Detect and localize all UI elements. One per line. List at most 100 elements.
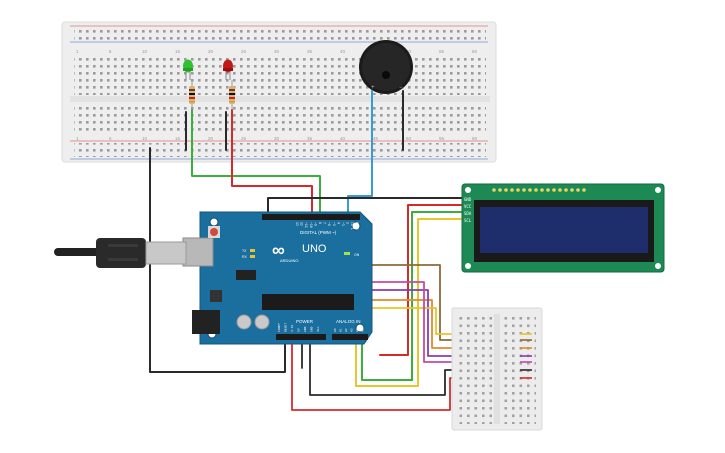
- wire-green-lcd-sda[interactable]: [361, 211, 477, 381]
- digital-pin-label: 7: [323, 222, 327, 224]
- power-pin-label: GND: [310, 326, 314, 332]
- analog-label: ANALOG IN: [336, 319, 361, 324]
- on-label: ON: [354, 253, 360, 257]
- digital-pin-label: 4: [336, 222, 340, 224]
- column-number: 45: [373, 136, 379, 141]
- wire-yellow-lcd-scl[interactable]: [355, 218, 477, 387]
- usb-cable-icon: [54, 238, 187, 268]
- led-icon: [183, 59, 193, 80]
- digital-pin-label: 8: [318, 222, 322, 224]
- power-pin-label: RESET: [284, 323, 288, 332]
- column-number: 25: [241, 49, 247, 54]
- lcd-header-pin: [540, 188, 544, 192]
- column-number: 55: [439, 136, 445, 141]
- analog-pin-label: A3: [350, 328, 354, 332]
- lcd-header-pin: [558, 188, 562, 192]
- lcd-header-pin: [564, 188, 568, 192]
- piezo-buzzer[interactable]: + −: [359, 40, 413, 94]
- lcd-top-pins: [492, 188, 586, 192]
- resistor-2[interactable]: [229, 80, 235, 110]
- lcd-header-pin: [510, 188, 514, 192]
- arduino-logo: ∞: [272, 240, 285, 260]
- column-number: 30: [274, 49, 280, 54]
- wire-green-led[interactable]: [191, 109, 321, 215]
- power-pin-label: 3.3V: [290, 325, 294, 332]
- lcd-header-pin: [570, 188, 574, 192]
- lcd-screen: [480, 207, 648, 253]
- usb-port: [182, 237, 214, 267]
- column-number: 20: [208, 136, 214, 141]
- column-number: 30: [274, 136, 280, 141]
- power-jack: [192, 310, 220, 334]
- brand-label: ARDUINO: [280, 258, 298, 263]
- wire-red-led[interactable]: [231, 109, 313, 215]
- column-number: 35: [307, 136, 313, 141]
- lcd-header-pin: [492, 188, 496, 192]
- buzzer-icon: + −: [359, 40, 413, 94]
- power-pin-label: 5V: [297, 328, 301, 332]
- column-number: 10: [142, 49, 148, 54]
- digital-header: [262, 214, 360, 220]
- analog-pin-label: A0: [333, 328, 337, 332]
- digital-pin-label: TX 1: [350, 222, 354, 230]
- lcd-header-pin: [546, 188, 550, 192]
- resistor-icon: [189, 80, 195, 110]
- power-pin-label: IOREF: [277, 323, 281, 332]
- usb-cable[interactable]: [54, 238, 187, 268]
- digital-pin-label: ~9: [313, 222, 317, 226]
- led-icon: [223, 59, 233, 80]
- column-number: 50: [406, 49, 412, 54]
- buzzer-plus-label: +: [371, 85, 375, 91]
- wire-black-lcd-gnd[interactable]: [267, 197, 477, 215]
- digital-pin-label: ~11: [304, 222, 308, 228]
- atmega-chip: [262, 294, 354, 310]
- lcd-header-pin: [498, 188, 502, 192]
- column-number: 35: [307, 49, 313, 54]
- analog-pin-label: A2: [344, 328, 348, 332]
- resistor-1[interactable]: [189, 80, 195, 110]
- wire-red-lcd-vcc[interactable]: [379, 204, 477, 356]
- digital-pin-label: 2: [346, 222, 350, 224]
- tx-label: TX: [242, 249, 247, 253]
- wire-blue-buzzer[interactable]: [347, 90, 373, 215]
- column-number: 50: [406, 136, 412, 141]
- column-number: 55: [439, 49, 445, 54]
- digital-pin-label: 13: [295, 222, 299, 226]
- column-number: 5: [109, 136, 112, 141]
- bottom-power-rail: [74, 143, 486, 157]
- analog-pin-label: A4: [355, 328, 359, 332]
- lcd-header-pin: [516, 188, 520, 192]
- lcd-header-pin: [534, 188, 538, 192]
- analog-header: [332, 334, 368, 340]
- reset-button[interactable]: [208, 226, 220, 238]
- column-number: 25: [241, 136, 247, 141]
- column-number: 10: [142, 136, 148, 141]
- rx-label: RX: [242, 255, 248, 259]
- analog-pin-label: A1: [339, 328, 343, 332]
- breadboard-large: 1155101015152020252530303535404045455050…: [61, 21, 497, 163]
- digital-pin-label: RX 0: [355, 222, 359, 230]
- column-number: 1: [76, 49, 79, 54]
- digital-pin-label: ~10: [309, 222, 313, 228]
- model-label: UNO: [302, 243, 327, 255]
- led-red[interactable]: [223, 59, 233, 81]
- column-number: 40: [340, 136, 346, 141]
- led-green[interactable]: [183, 59, 193, 81]
- top-power-rail: [74, 27, 486, 41]
- column-number: 40: [340, 49, 346, 54]
- lcd-header-pin: [552, 188, 556, 192]
- power-header: [276, 334, 326, 340]
- column-number: 60: [472, 136, 478, 141]
- lcd-pin-label: SDA: [464, 211, 472, 216]
- lcd-header-pin: [576, 188, 580, 192]
- digital-pin-label: ~3: [341, 222, 345, 226]
- column-number: 60: [472, 49, 478, 54]
- analog-pin-label: A5: [361, 328, 365, 332]
- buzzer-minus-label: −: [399, 85, 403, 91]
